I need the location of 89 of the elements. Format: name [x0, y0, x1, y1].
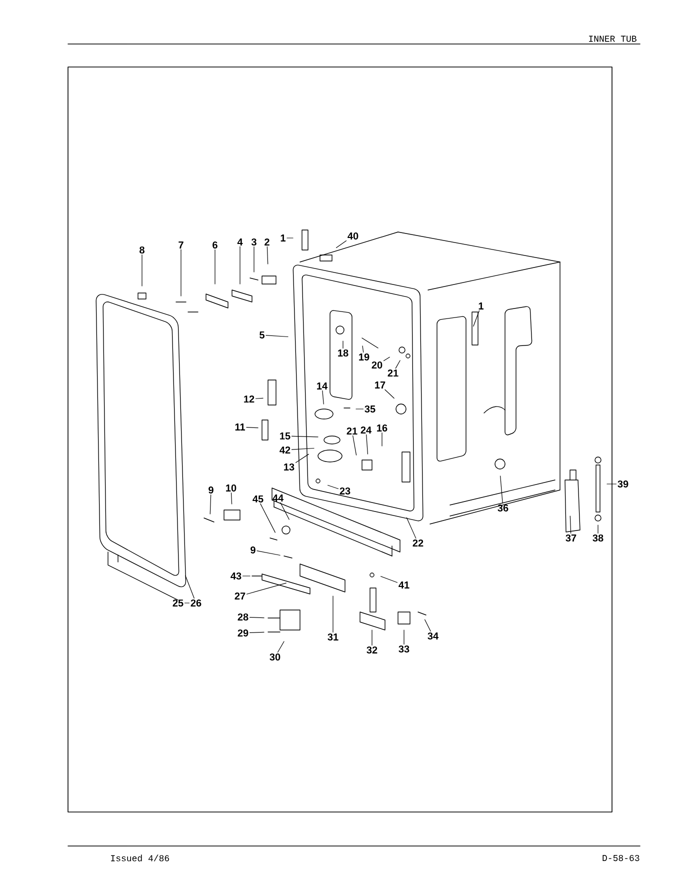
- callout-number: 38: [592, 534, 604, 542]
- callout-number: 30: [270, 653, 280, 661]
- callout-number: 21: [346, 428, 358, 434]
- callout-number: 25: [172, 599, 184, 607]
- leader-line: [383, 356, 390, 362]
- callout-number: 21: [388, 370, 398, 376]
- leader-line: [322, 390, 324, 404]
- callout-number: 36: [498, 504, 508, 512]
- callout-number: 12: [244, 396, 254, 402]
- callout-number: 19: [359, 353, 370, 361]
- leader-line: [249, 632, 264, 634]
- leader-line: [336, 240, 347, 248]
- callout-number: 22: [412, 540, 424, 546]
- leader-line: [295, 454, 309, 463]
- callout-number: 16: [377, 424, 388, 432]
- callout-number: 23: [340, 487, 350, 495]
- callout-number: 43: [230, 572, 242, 580]
- callout-number: 27: [234, 592, 246, 600]
- callout-number: 18: [338, 349, 348, 357]
- leader-line: [332, 596, 334, 633]
- leader-line: [185, 575, 194, 599]
- leader-line: [266, 334, 288, 338]
- leader-line: [260, 503, 276, 533]
- leader-line: [384, 389, 394, 399]
- leader-line: [356, 408, 364, 410]
- leader-line: [214, 249, 216, 284]
- leader-line: [246, 582, 286, 594]
- leader-line: [184, 602, 190, 604]
- callout-number: 32: [366, 646, 378, 654]
- leader-line: [266, 246, 268, 264]
- leader-line: [342, 340, 344, 349]
- callout-number: 31: [328, 633, 338, 641]
- leader-line: [395, 360, 400, 369]
- callout-number: 4: [237, 238, 243, 246]
- callout-number: 24: [360, 426, 372, 434]
- callout-number: 28: [238, 613, 248, 621]
- leader-line: [291, 448, 314, 450]
- leader-line: [230, 492, 232, 504]
- callout-number: 3: [251, 238, 256, 246]
- callout-number: 1: [478, 302, 484, 310]
- callout-number: 1: [280, 234, 286, 242]
- callout-number: 42: [280, 446, 290, 454]
- callout-number: 34: [428, 632, 438, 640]
- callout-number: 41: [398, 582, 410, 588]
- callout-number: 10: [226, 484, 236, 492]
- leader-line: [255, 398, 264, 399]
- callout-number: 20: [372, 361, 382, 369]
- callout-number: 40: [348, 232, 358, 240]
- callout-number: 35: [364, 405, 376, 413]
- callout-number: 7: [178, 242, 184, 248]
- leader-line: [291, 436, 318, 438]
- page-note: D-58-63: [602, 854, 640, 862]
- callout-number: 33: [398, 645, 410, 653]
- callout-number: 17: [375, 382, 386, 388]
- leader-line: [362, 346, 364, 353]
- leader-line: [500, 476, 503, 504]
- leader-line: [280, 502, 290, 520]
- leader-line: [366, 434, 368, 454]
- callout-number: 39: [618, 480, 628, 488]
- callout-number: 9: [208, 486, 214, 494]
- page-note: Issued 4/86: [111, 854, 170, 862]
- leader-line: [246, 427, 258, 428]
- callout-number: 15: [280, 432, 290, 440]
- leader-line: [380, 576, 398, 583]
- callout-number: 13: [284, 463, 294, 471]
- leader-line: [210, 494, 212, 514]
- callout-number: 29: [238, 629, 248, 637]
- callout-number: 14: [317, 382, 328, 390]
- callout-number: 2: [264, 238, 270, 246]
- leader-line: [180, 249, 182, 296]
- callout-number: 26: [190, 599, 202, 607]
- leader-line: [473, 310, 480, 327]
- leader-line: [249, 616, 264, 618]
- callout-number: 44: [272, 494, 284, 502]
- leader-line: [328, 484, 339, 490]
- leader-line: [406, 517, 416, 539]
- callout-number: 45: [252, 496, 264, 502]
- callout-number: 5: [260, 332, 264, 338]
- leader-line: [352, 435, 357, 456]
- callout-number: 9: [250, 546, 256, 554]
- callout-number: 37: [566, 534, 576, 542]
- callout-number: 8: [140, 246, 144, 254]
- leader-line: [570, 516, 572, 534]
- leader-line: [256, 550, 280, 556]
- callout-number: 11: [235, 424, 245, 430]
- leader-line: [424, 619, 431, 632]
- leader-line: [277, 641, 284, 653]
- callout-number: 6: [212, 241, 218, 249]
- page-heading: INNER TUB: [589, 36, 636, 42]
